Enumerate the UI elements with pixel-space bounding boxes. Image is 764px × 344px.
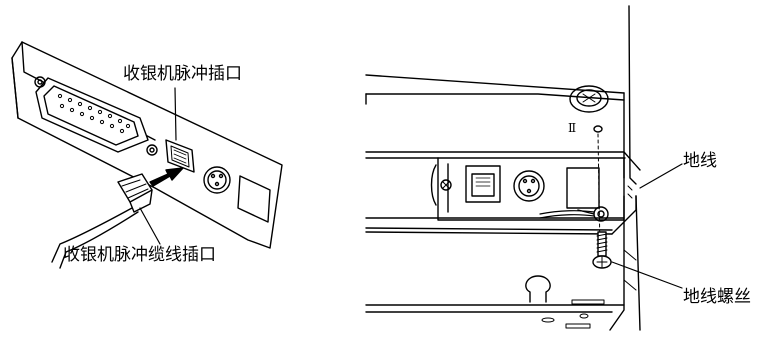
rj11-port-icon [465, 165, 501, 203]
keyhole-icon [525, 275, 551, 303]
rj11-port-icon [165, 139, 195, 173]
knob-icon [569, 85, 609, 113]
db25-connector-icon [34, 76, 158, 156]
arrow-icon [149, 167, 184, 187]
cable [51, 207, 133, 263]
cable-plug-icon [117, 173, 153, 213]
label-drawer-cable-connector: 收银机脉冲缆线插口 [63, 245, 216, 265]
blank-panel [237, 175, 271, 223]
left-figure [11, 41, 283, 269]
power-port-icon [203, 166, 231, 194]
screw-icon [592, 231, 612, 269]
right-figure [365, 5, 641, 331]
label-ground-wire: 地线 [683, 151, 717, 171]
blank-panel [566, 167, 600, 209]
connector-panel [437, 157, 625, 221]
label-drawer-port: 收银机脉冲插口 [123, 64, 242, 84]
label-ground-screw: 地线螺丝 [683, 287, 751, 307]
roman-mark: Ⅱ [568, 121, 577, 135]
ground-wire [539, 210, 595, 215]
ring-terminal-icon [577, 206, 609, 222]
power-port-icon [513, 170, 545, 202]
